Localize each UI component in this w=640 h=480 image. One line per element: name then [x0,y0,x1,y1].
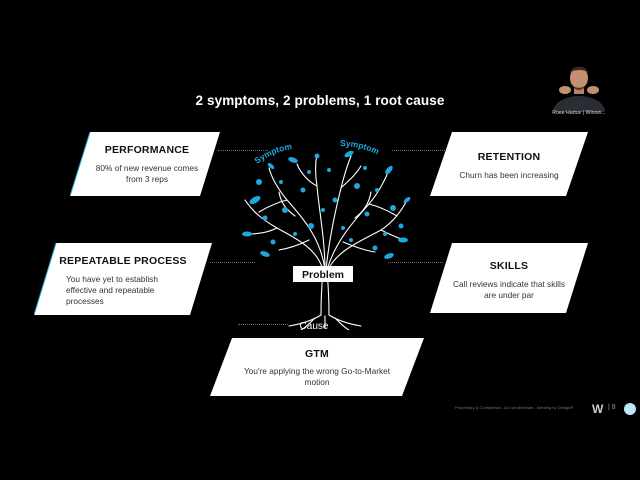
retention-heading: RETENTION [477,151,541,163]
symptom-left-label: Symptom [252,141,293,166]
repeatable-process-description: You have yet to establish effective and … [66,274,158,306]
tree-illustration: Symptom Symptom [242,138,411,330]
gtm-description: You're applying the wrong Go-to-Market m… [243,366,391,387]
retention-card: RETENTION Churn has been increasing [430,132,588,196]
gtm-card: GTM You're applying the wrong Go-to-Mark… [210,338,424,396]
slide-footer: Proprietary & Confidential - Do not dist… [455,405,574,410]
cause-label: Cause [300,321,329,330]
performance-description: 80% of new revenue comes from 3 reps [95,163,199,184]
problem-label-box [293,266,353,282]
slide-title: 2 symptoms, 2 problems, 1 root cause [195,93,445,108]
skills-description: Call reviews indicate that skills are un… [452,279,566,300]
performance-card: PERFORMANCE 80% of new revenue comes fro… [70,132,220,196]
repeatable-process-card: REPEATABLE PROCESS You have yet to estab… [34,243,212,315]
skills-heading: SKILLS [489,260,529,272]
connector-skills [388,262,443,263]
connector-performance [218,150,268,151]
page-number: | 8 [608,404,616,411]
gtm-heading: GTM [305,348,329,360]
skills-card: SKILLS Call reviews indicate that skills… [430,243,588,313]
connector-gtm [238,324,288,325]
connector-repeatable [210,262,255,263]
brand-logo: W [592,402,603,416]
problem-label: Problem [302,269,344,281]
participant-avatar [553,66,605,112]
participant-name: Roee Hartuv | Winnin... [552,110,606,116]
retention-description: Churn has been increasing [459,170,559,180]
performance-heading: PERFORMANCE [104,144,190,156]
connector-retention [392,150,447,151]
repeatable-process-heading: REPEATABLE PROCESS [59,255,187,267]
participant-video-tile[interactable]: Roee Hartuv | Winnin... [543,56,615,122]
circle-icon [624,403,636,415]
